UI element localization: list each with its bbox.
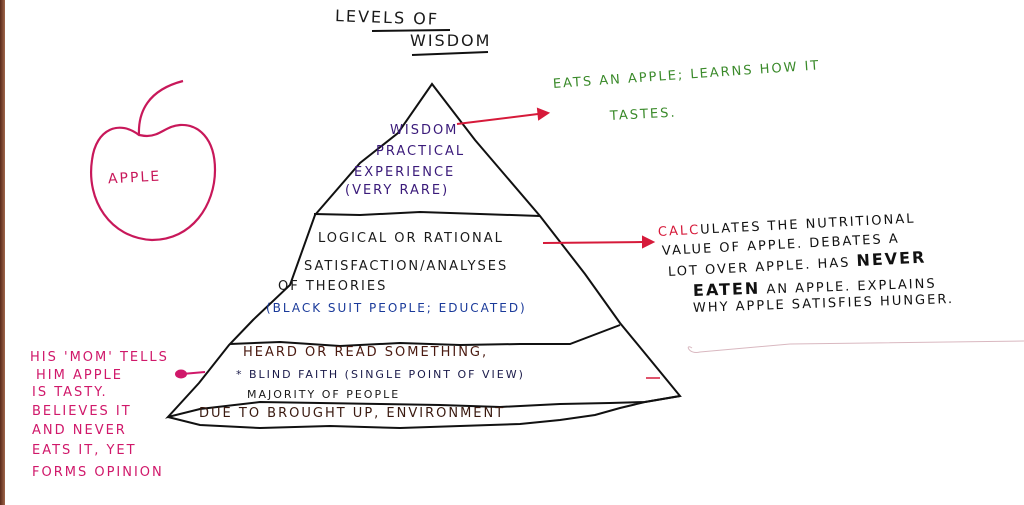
- annotation-top-line-2: tastes.: [609, 105, 677, 124]
- tier-middle-line-1: Logical or Rational: [318, 231, 504, 246]
- annotation-bottom-line-4: Believes it: [32, 404, 132, 419]
- title-line-2: Wisdom: [410, 33, 491, 49]
- faint-line-right: [646, 340, 1024, 379]
- annotation-bottom-line-6: eats it, yet: [32, 443, 137, 458]
- title-text-2: Wisdom: [410, 31, 492, 50]
- pyramid-outline: [165, 82, 682, 430]
- annotation-middle-emphasis: eaten: [692, 278, 761, 300]
- tier-bottom-line-1: Heard or Read something,: [243, 345, 489, 360]
- apple-drawing: [90, 79, 217, 242]
- tier-top-line-3: Experience: [354, 165, 456, 180]
- title-underlines: [371, 29, 489, 56]
- title-text-1: Levels of: [334, 6, 440, 29]
- arrow-top: [456, 107, 551, 125]
- annotation-bottom-line-7: forms opinion: [32, 465, 164, 480]
- annotation-bottom-line-2: him apple: [36, 368, 123, 383]
- annotation-middle-emphasis: never: [855, 247, 927, 271]
- tier-top-line-1: Wisdom: [390, 123, 459, 138]
- tier-middle-line-4: (Black suit people; Educated): [266, 301, 527, 315]
- paper-edge: [0, 0, 5, 505]
- tier-top-line-2: Practical: [376, 144, 466, 159]
- arrow-bottom: [175, 369, 206, 379]
- annotation-bottom-line-5: and never: [32, 423, 127, 438]
- annotation-middle-red-text: Calc: [657, 222, 701, 240]
- annotation-bottom-line-3: is tasty.: [32, 385, 108, 400]
- apple-label: Apple: [107, 168, 162, 188]
- title-line-1: Levels of: [334, 6, 440, 29]
- tier-middle-line-2: Satisfaction/Analyses: [304, 259, 509, 274]
- tier-bottom-line-3: Majority of People: [247, 388, 401, 401]
- tier-top-line-4: (Very Rare): [345, 183, 450, 198]
- tier-bottom-line-2: * Blind Faith (Single point of view): [236, 368, 525, 381]
- tier-middle-line-3: of Theories: [278, 279, 388, 294]
- tier-bottom-line-4: Due to Brought up, Environment: [199, 406, 506, 421]
- annotation-bottom-line-1: His 'mom' tells: [30, 350, 169, 365]
- arrow-middle: [542, 235, 656, 249]
